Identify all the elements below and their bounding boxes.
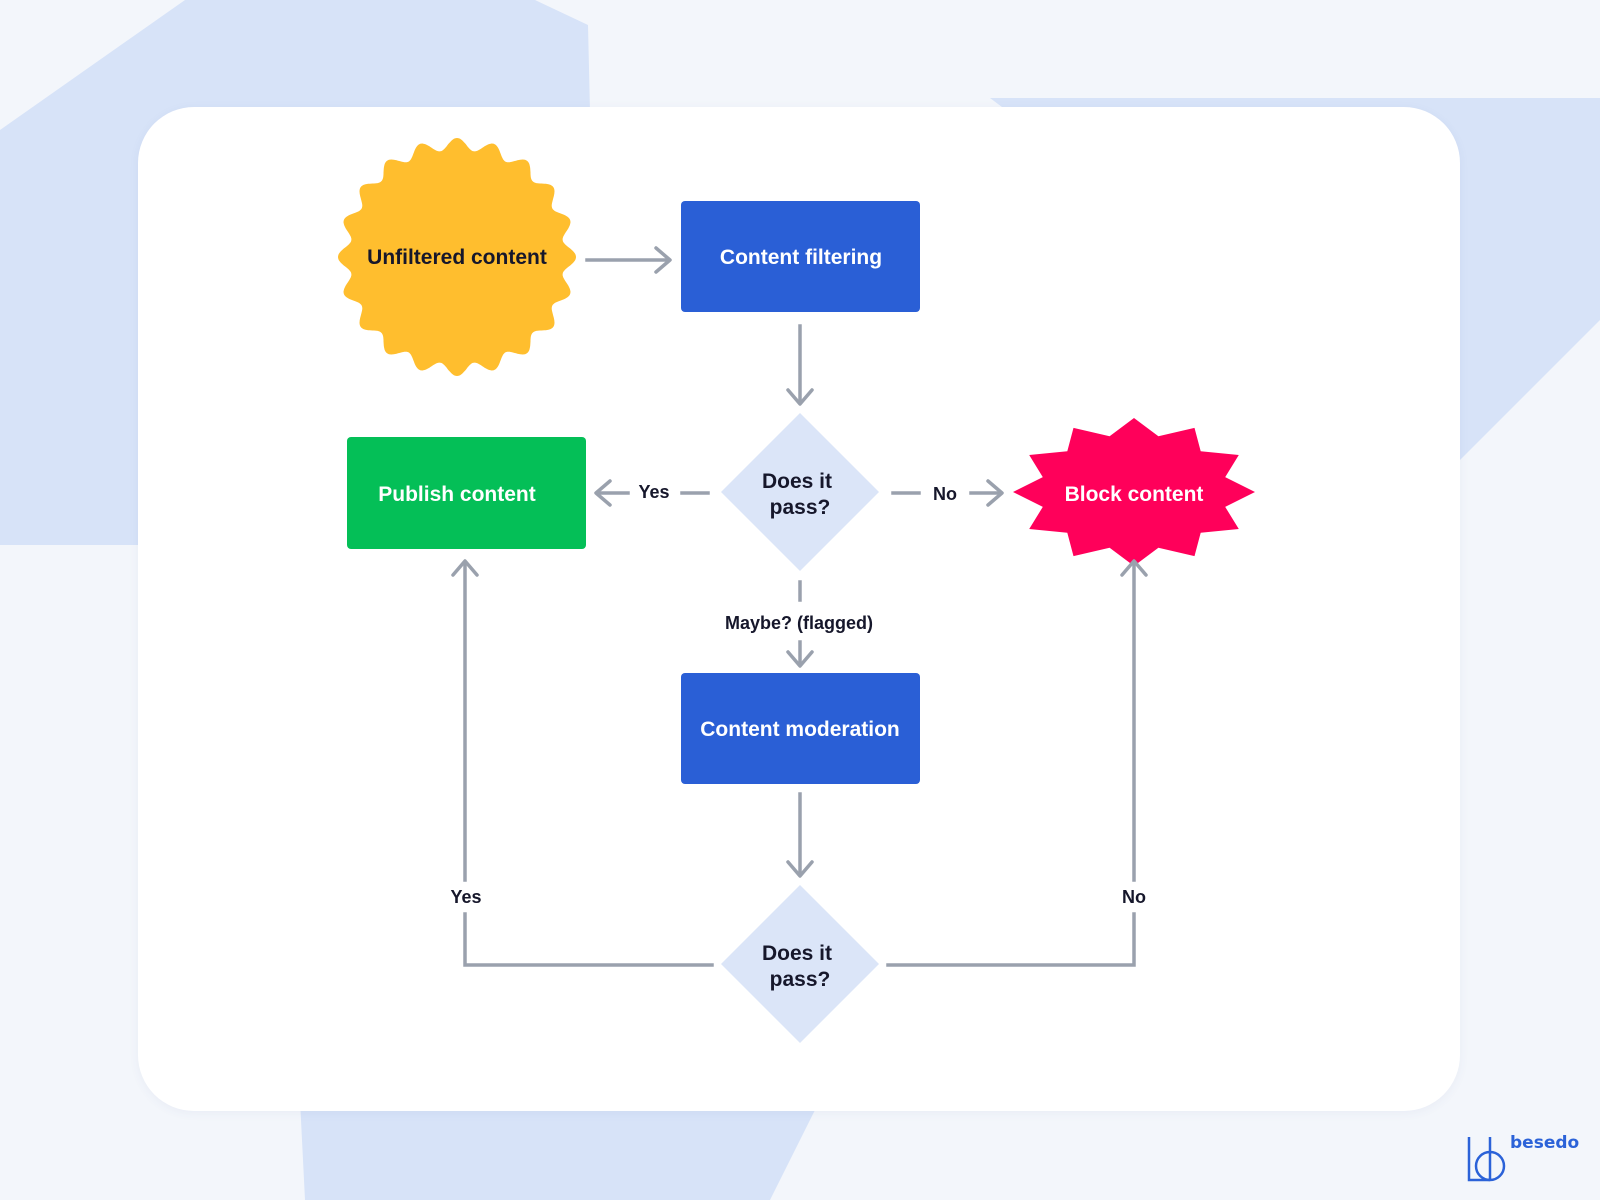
edge-decision-2-to-block: No	[886, 559, 1148, 967]
edge-unfiltered-to-filtering	[585, 246, 672, 274]
node-publish-content: Publish content	[347, 437, 586, 549]
edge-decision-1-to-moderation: Maybe? (flagged)	[725, 580, 873, 668]
node-decision-1: Does it pass?	[721, 413, 879, 571]
content-moderation-label: Content moderation	[700, 718, 900, 741]
decision-1-diamond	[721, 413, 879, 571]
content-filtering-box	[681, 201, 920, 312]
node-content-moderation: Content moderation	[681, 673, 920, 784]
besedo-logo-icon	[1467, 1137, 1506, 1182]
publish-content-box	[347, 437, 586, 549]
edge-filtering-to-decision-1	[786, 324, 814, 406]
content-filtering-label: Content filtering	[720, 246, 882, 269]
node-content-filtering: Content filtering	[681, 201, 920, 312]
edge-label-yes-2: Yes	[450, 887, 481, 907]
decision-2-label-line2: pass?	[770, 968, 831, 991]
decision-1-label-line1: Does it	[762, 470, 832, 493]
block-content-label: Block content	[1065, 483, 1204, 506]
content-moderation-box	[681, 673, 920, 784]
publish-content-label: Publish content	[378, 483, 536, 506]
edge-label-no-2: No	[1122, 887, 1146, 907]
edge-decision-1-to-block: No	[891, 479, 1004, 507]
block-content-shape	[1013, 418, 1255, 566]
edge-decision-1-to-publish: Yes	[594, 479, 710, 507]
unfiltered-content-shape	[338, 138, 576, 376]
edge-decision-2-to-publish: Yes	[450, 559, 714, 967]
decision-2-diamond	[721, 885, 879, 1043]
decision-1-label-line2: pass?	[770, 496, 831, 519]
bg-shape-bottom	[300, 1100, 820, 1200]
node-block-content: Block content	[1013, 418, 1255, 566]
edge-moderation-to-decision-2	[786, 792, 814, 878]
brand-name: besedo	[1510, 1133, 1580, 1153]
logo-frame	[1467, 1137, 1490, 1182]
node-decision-2: Does it pass?	[721, 885, 879, 1043]
decision-2-label-line1: Does it	[762, 942, 832, 965]
edge-label-maybe-flagged: Maybe? (flagged)	[725, 613, 873, 633]
unfiltered-content-label: Unfiltered content	[367, 246, 547, 269]
edge-label-yes-1: Yes	[638, 482, 669, 502]
edge-label-no-1: No	[933, 484, 957, 504]
node-unfiltered-content: Unfiltered content	[338, 138, 576, 376]
logo-circle	[1474, 1150, 1506, 1182]
